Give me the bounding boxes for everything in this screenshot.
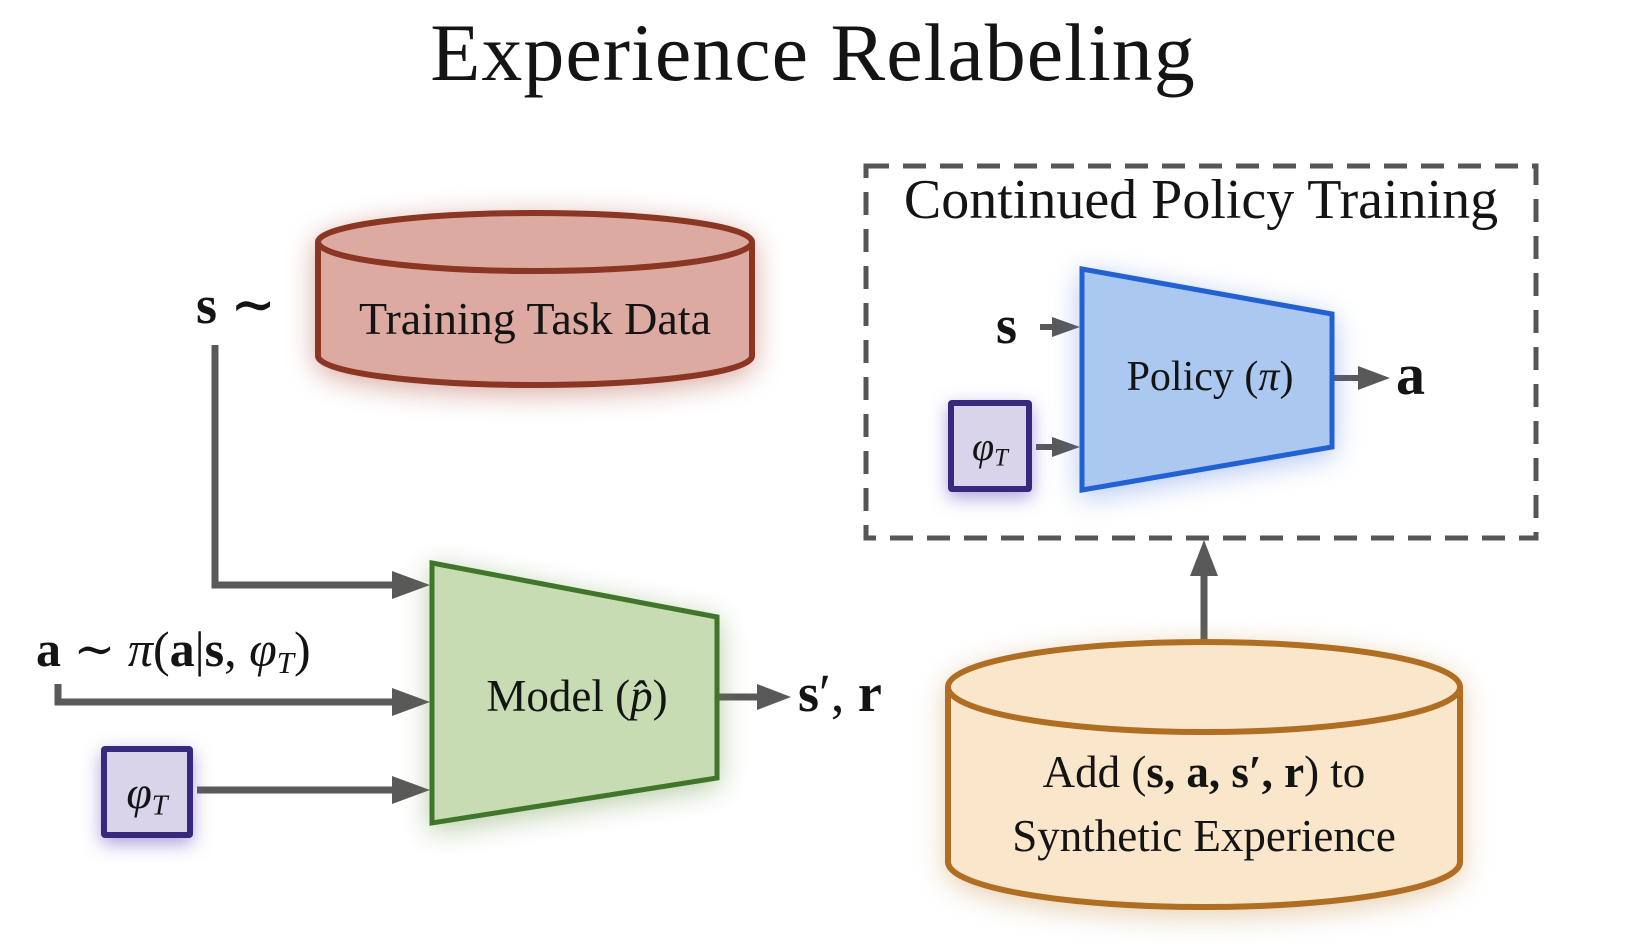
task-embedding-box-policy: φT [948, 400, 1032, 492]
arrow-experience-to-policy-training [1190, 540, 1218, 648]
phi-symbol: φ [972, 423, 995, 469]
training-task-data-cylinder [315, 210, 755, 388]
continued-policy-training-title: Continued Policy Training [903, 169, 1499, 231]
policy-input-s-label: s [996, 295, 1018, 355]
model-label-text: Model ( [486, 671, 631, 721]
comma: , [224, 621, 250, 677]
close-paren: ) [294, 621, 311, 677]
model-phat-symbol: p̂ [630, 671, 653, 721]
task-subscript: T [151, 789, 168, 821]
policy-label-close: ) [1279, 354, 1294, 400]
s-sample-label: s ∼ [196, 278, 276, 332]
bar-symbol: | [194, 621, 205, 677]
comma: , [830, 663, 858, 723]
arrow-phi-to-policy [1036, 437, 1080, 457]
arrow-a-to-model [54, 684, 430, 716]
policy-trapezoid [1079, 266, 1335, 493]
synthetic-experience-label-line2: Synthetic Experience [1012, 811, 1396, 861]
model-label: Model (p̂) [448, 674, 706, 719]
s-symbol: s [196, 275, 218, 335]
model-label-close: ) [652, 671, 668, 721]
task-subscript: T [994, 443, 1008, 471]
policy-label-text: Policy ( [1126, 354, 1259, 400]
synthetic-experience-label-line1: Add (s, a, s′, r) to [942, 750, 1466, 795]
arrow-s-to-model [211, 345, 430, 599]
r-symbol: r [857, 663, 882, 723]
continued-policy-training-box [863, 163, 1539, 541]
phi-tau-label: φT [972, 423, 1008, 470]
prime-mark: ′ [819, 663, 831, 723]
a-symbol: a [169, 621, 195, 677]
arrow-phi-to-model [197, 776, 430, 804]
s-symbol: s [204, 621, 225, 677]
policy-label: Policy (π) [1090, 356, 1330, 398]
s-prime-r-label: s′, r [798, 666, 882, 720]
a-sample-label: a ∼ π(a|s, φT) [36, 621, 311, 678]
task-embedding-box-model: φT [101, 746, 193, 838]
to-text: ) to [1304, 747, 1366, 797]
tilde-symbol: ∼ [217, 275, 276, 335]
phi-tau-label: φT [126, 766, 168, 821]
synthetic-experience-cylinder [945, 639, 1463, 910]
pi-symbol: π [1258, 354, 1280, 400]
policy-output-a-label: a [1396, 342, 1425, 407]
phi-symbol: φ [249, 621, 277, 677]
s-prime-symbol: s [798, 663, 820, 723]
training-task-data-label: Training Task Data [359, 293, 711, 344]
task-subscript: T [276, 644, 295, 680]
phi-symbol: φ [126, 766, 152, 818]
model-trapezoid [429, 559, 720, 826]
arrow-model-to-output [719, 684, 791, 710]
a-symbol: a [36, 621, 61, 677]
open-paren: ( [152, 621, 170, 677]
pi-symbol: π [127, 621, 153, 677]
tilde-symbol: ∼ [61, 621, 128, 677]
add-text: Add ( [1042, 747, 1147, 797]
arrow-policy-to-a [1334, 366, 1390, 390]
diagram-title: Experience Relabeling [430, 7, 1196, 98]
tuple-symbols: s, a, s′, r [1146, 747, 1305, 797]
arrow-s-to-policy [1040, 317, 1080, 337]
